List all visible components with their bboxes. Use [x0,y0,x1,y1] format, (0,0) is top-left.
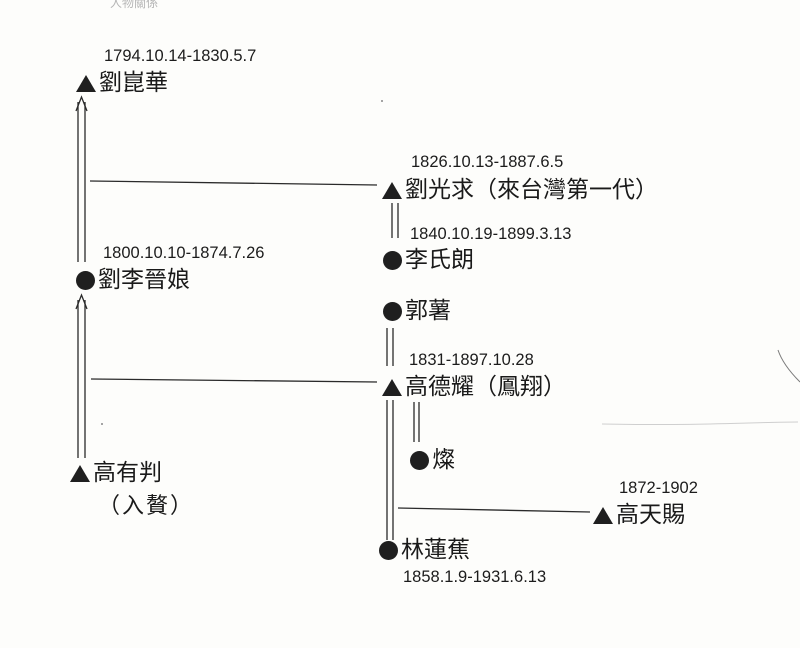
female-circle-icon [76,270,95,290]
male-triangle-icon [382,181,402,199]
relation-line [89,180,378,186]
date-liu-kunhua: 1794.10.14-1830.5.7 [104,47,257,65]
scan-mark [777,349,800,383]
person-name: 高有判 [93,460,162,486]
person-name: 郭薯 [405,298,451,324]
male-triangle-icon [382,378,402,396]
person-name: 林蓮蕉 [401,537,470,563]
person-name: 劉李晉娘 [98,267,190,293]
female-circle-icon [383,301,402,321]
note-gao-youpan: （入贅） [98,494,195,519]
date-liu-guangqiu: 1826.10.13-1887.6.5 [411,153,564,171]
male-triangle-icon [76,74,96,92]
person-name: 高德耀（鳳翔） [405,374,566,400]
male-triangle-icon [70,464,90,482]
relation-line [90,378,378,383]
person-gao-tianci: 高天賜 [593,502,685,528]
date-liu-li-jinniang: 1800.10.10-1874.7.26 [103,244,265,262]
person-gao-deyao: 高德耀（鳳翔） [382,374,566,400]
person-li-shilang: 李氏朗 [383,247,474,273]
person-can: 燦 [410,447,455,473]
person-lin-lianjiao: 林蓮蕉 [379,537,470,563]
person-name: 高天賜 [616,502,685,528]
scan-mark [601,421,799,426]
person-name: 劉崑華 [99,70,168,96]
date-li-shilang: 1840.10.19-1899.3.13 [410,225,572,243]
header-fragment: 人物關係 [110,0,159,10]
person-name: 李氏朗 [405,247,474,273]
person-name: 劉光求（來台灣第一代） [405,177,658,203]
female-circle-icon [379,540,398,560]
date-gao-tianci: 1872-1902 [619,479,698,497]
date-gao-deyao: 1831-1897.10.28 [409,351,534,369]
person-liu-kunhua: 劉崑華 [76,70,168,96]
person-guo-shu: 郭薯 [383,298,451,324]
scan-speck [381,100,383,102]
female-circle-icon [383,250,402,270]
male-triangle-icon [593,506,613,524]
female-circle-icon [410,450,429,470]
person-liu-li-jinniang: 劉李晉娘 [76,267,190,293]
person-gao-youpan: 高有判 [70,460,162,486]
date-lin-lianjiao: 1858.1.9-1931.6.13 [403,568,547,586]
relation-line [397,507,591,513]
arrowhead [75,293,88,310]
scan-speck [101,423,103,425]
person-name: 燦 [432,447,455,473]
person-liu-guangqiu: 劉光求（來台灣第一代） [382,177,658,203]
arrowhead [75,95,88,112]
